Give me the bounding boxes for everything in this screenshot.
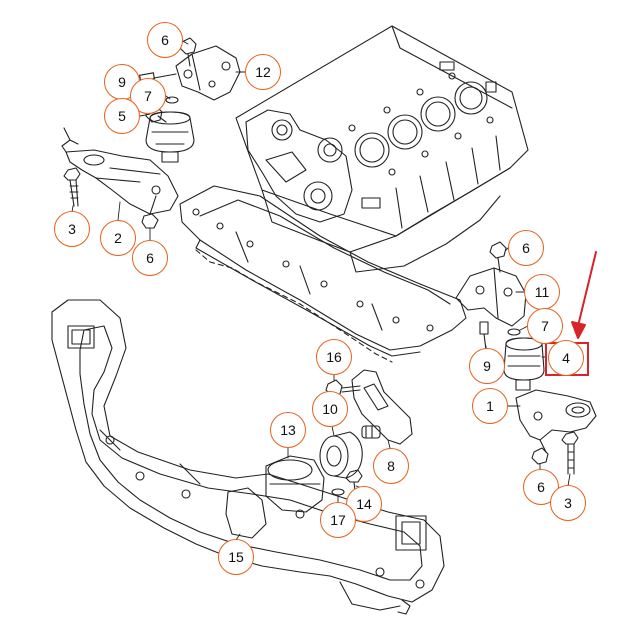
callout-6-left-lower: 6	[132, 240, 168, 276]
callout-1: 1	[472, 388, 508, 424]
callout-5: 5	[104, 98, 140, 134]
callout-9-right: 9	[469, 348, 505, 384]
callout-8: 8	[373, 448, 409, 484]
left-mount-assembly	[61, 37, 241, 229]
red-arrow	[571, 251, 597, 339]
leader-lines	[71, 39, 571, 541]
subframe-crossmember	[51, 299, 445, 615]
callout-7-right: 7	[527, 308, 563, 344]
callout-13: 13	[270, 412, 306, 448]
callout-6-top: 6	[147, 22, 183, 58]
callout-11: 11	[524, 274, 560, 310]
callout-6-right-top: 6	[508, 230, 544, 266]
callout-15: 15	[218, 539, 254, 575]
callout-2: 2	[100, 220, 136, 256]
callout-4: 4	[548, 340, 584, 376]
callout-3-right: 3	[550, 485, 586, 521]
engine-block	[235, 25, 529, 273]
callout-3-left: 3	[54, 211, 90, 247]
callout-10: 10	[312, 391, 348, 427]
callout-12: 12	[245, 54, 281, 90]
oil-pan	[179, 185, 467, 357]
callout-16: 16	[316, 339, 352, 375]
callout-17: 17	[320, 502, 356, 538]
right-mount-assembly	[455, 241, 597, 475]
transmission-mount-group	[265, 369, 413, 513]
alignment-dash-line	[195, 249, 393, 363]
callout-7-left: 7	[130, 78, 166, 114]
